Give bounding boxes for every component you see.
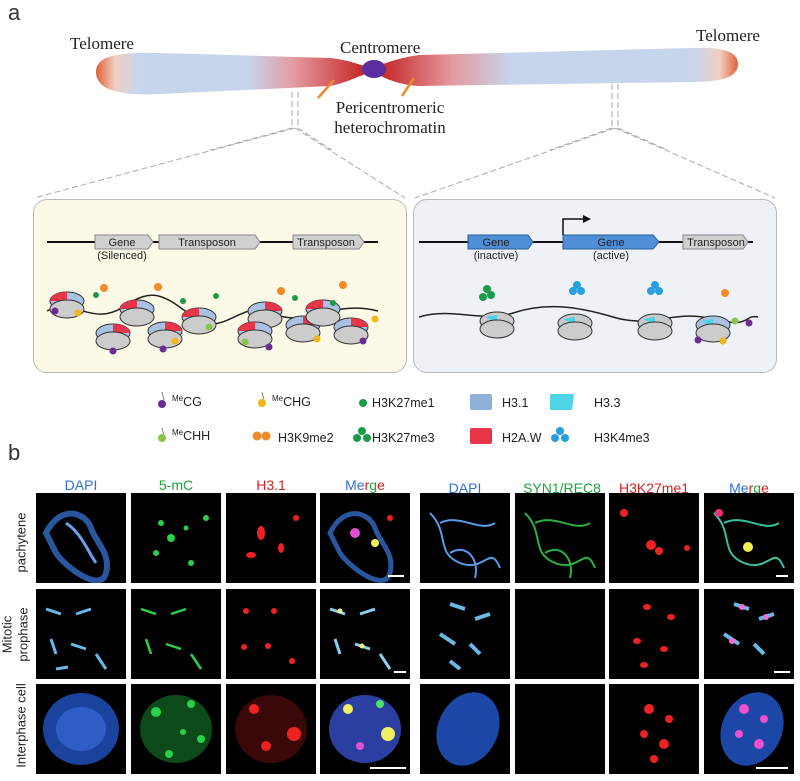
legend-h3k27me1-icon (359, 399, 367, 407)
scale-bar (774, 671, 790, 673)
micrograph-pachytene-dapi (36, 493, 126, 583)
centromere-shape (362, 60, 386, 78)
micrograph-interphase-syn1 (515, 684, 605, 774)
header-merge-left: Merge (345, 477, 385, 493)
header-syn1-rec8: SYN1/REC8 (523, 480, 601, 496)
legend-h3k27me1: H3K27me1 (372, 396, 435, 410)
panel-b-letter: b (8, 440, 21, 465)
legend-h2aw: H2A.W (502, 431, 542, 445)
gene-active-arrow (562, 234, 660, 250)
legend-h33-icon (550, 394, 574, 410)
transposon-arrow-1 (158, 234, 261, 250)
legend-mechg-icon (258, 391, 266, 407)
left-gene-3: Transposon (297, 237, 355, 249)
nucleosomes-silenced (49, 291, 369, 351)
micrograph-mitotic-h31 (226, 589, 316, 679)
legend-mechh-icon (158, 427, 166, 442)
micrograph-interphase-5mc (131, 684, 221, 774)
pericentromeric-label: Pericentromeric heterochromatin (320, 98, 460, 138)
chromosome-right-arm (372, 47, 738, 86)
row-label-mitotic: Mitotic (0, 615, 15, 654)
histone-marks-active (479, 281, 753, 345)
header-dapi-left: DAPI (64, 477, 98, 493)
scale-bar (394, 671, 406, 673)
legend-h3k27me3: H3K27me3 (372, 431, 435, 445)
header-5mc: 5-mC (158, 477, 194, 493)
scale-bar (776, 575, 788, 577)
scale-bar (388, 575, 404, 577)
micrograph-pachytene-merge (320, 493, 410, 583)
gene-inactive-arrow (467, 234, 534, 250)
micrograph-pachytene-merge-right (704, 493, 794, 583)
scale-bar (756, 767, 788, 769)
chromosome-diagram (96, 47, 738, 150)
micrograph-interphase-h3k27me1 (609, 684, 699, 774)
legend-h3k9me2: H3K9me2 (278, 431, 334, 445)
legend-h3k4me3: H3K4me3 (594, 431, 650, 445)
nucleosomes-active (479, 311, 731, 343)
legend-mechg: MeCHG (272, 394, 311, 410)
left-gene-1: Gene(Silenced) (97, 237, 147, 262)
micrograph-pachytene-5mc (131, 493, 221, 583)
telomere-left-label: Telomere (70, 34, 134, 53)
micrograph-interphase-h31 (226, 684, 316, 774)
micrograph-mitotic-dapi-right (420, 589, 510, 679)
telomere-right-label: Telomere (696, 26, 760, 45)
micrograph-mitotic-dapi (36, 589, 126, 679)
micrograph-interphase-merge-right (704, 684, 794, 774)
right-gene-2: Gene(active) (592, 237, 630, 262)
euchromatin-illustration (418, 215, 759, 345)
transposon-arrow-3 (682, 234, 749, 250)
micrograph-pachytene-dapi-right (420, 493, 510, 583)
heterochromatin-illustration (46, 234, 379, 355)
legend-h3k27me3-icon (353, 427, 371, 442)
micrograph-pachytene-syn1 (515, 493, 605, 583)
legend-h31: H3.1 (502, 396, 529, 410)
chromosome-left-arm (96, 52, 372, 95)
legend-h3k4me3-icon (551, 427, 569, 442)
micrograph-mitotic-merge-right (704, 589, 794, 679)
row-label-pachytene: pachytene (13, 512, 29, 573)
micrograph-pachytene-h3k27me1 (609, 493, 699, 583)
row-label-prophase: prophase (15, 607, 31, 662)
header-h3k27me1: H3K27me1 (618, 480, 690, 496)
legend-mecg-icon (158, 391, 166, 408)
micrograph-interphase-dapi (36, 684, 126, 774)
legend-symbols (158, 391, 574, 444)
right-gene-3: Transposon (687, 237, 745, 249)
micrograph-mitotic-syn1 (515, 589, 605, 679)
right-gene-1: Gene(inactive) (473, 237, 519, 262)
centromere-label: Centromere (340, 38, 421, 57)
micrograph-interphase-dapi-right (420, 684, 510, 774)
micrograph-pachytene-h31 (226, 493, 316, 583)
legend-mecg: MeCG (172, 394, 202, 410)
micrograph-mitotic-5mc (131, 589, 221, 679)
micrograph-mitotic-merge (320, 589, 410, 679)
panel-a-letter: a (8, 0, 21, 25)
scale-bar (370, 767, 406, 769)
euchromatin-box (413, 199, 777, 373)
legend-h33: H3.3 (594, 396, 621, 410)
header-dapi-right: DAPI (448, 480, 482, 496)
header-merge-right: Merge (729, 480, 769, 496)
legend-h2aw-icon (470, 428, 492, 444)
transposon-arrow-2 (292, 234, 365, 250)
pericentromeric-line1: Pericentromeric (335, 98, 445, 117)
micrograph-mitotic-h3k27me1 (609, 589, 699, 679)
histone-marks-silenced (51, 281, 379, 355)
left-gene-2: Transposon (178, 237, 236, 249)
legend-mechh: MeCHH (172, 428, 211, 444)
transcription-start-arrow (562, 218, 588, 235)
micrograph-interphase-merge (320, 684, 410, 774)
pericentromeric-line2: heterochromatin (334, 118, 446, 137)
header-h31: H3.1 (256, 477, 286, 493)
zoom-lines-lower (33, 128, 776, 199)
legend-h31-icon (470, 394, 492, 410)
legend-h3k9me2-icon (252, 431, 271, 441)
gene-silenced-arrow (94, 234, 154, 250)
row-label-interphase: Interphase cell (13, 683, 29, 768)
